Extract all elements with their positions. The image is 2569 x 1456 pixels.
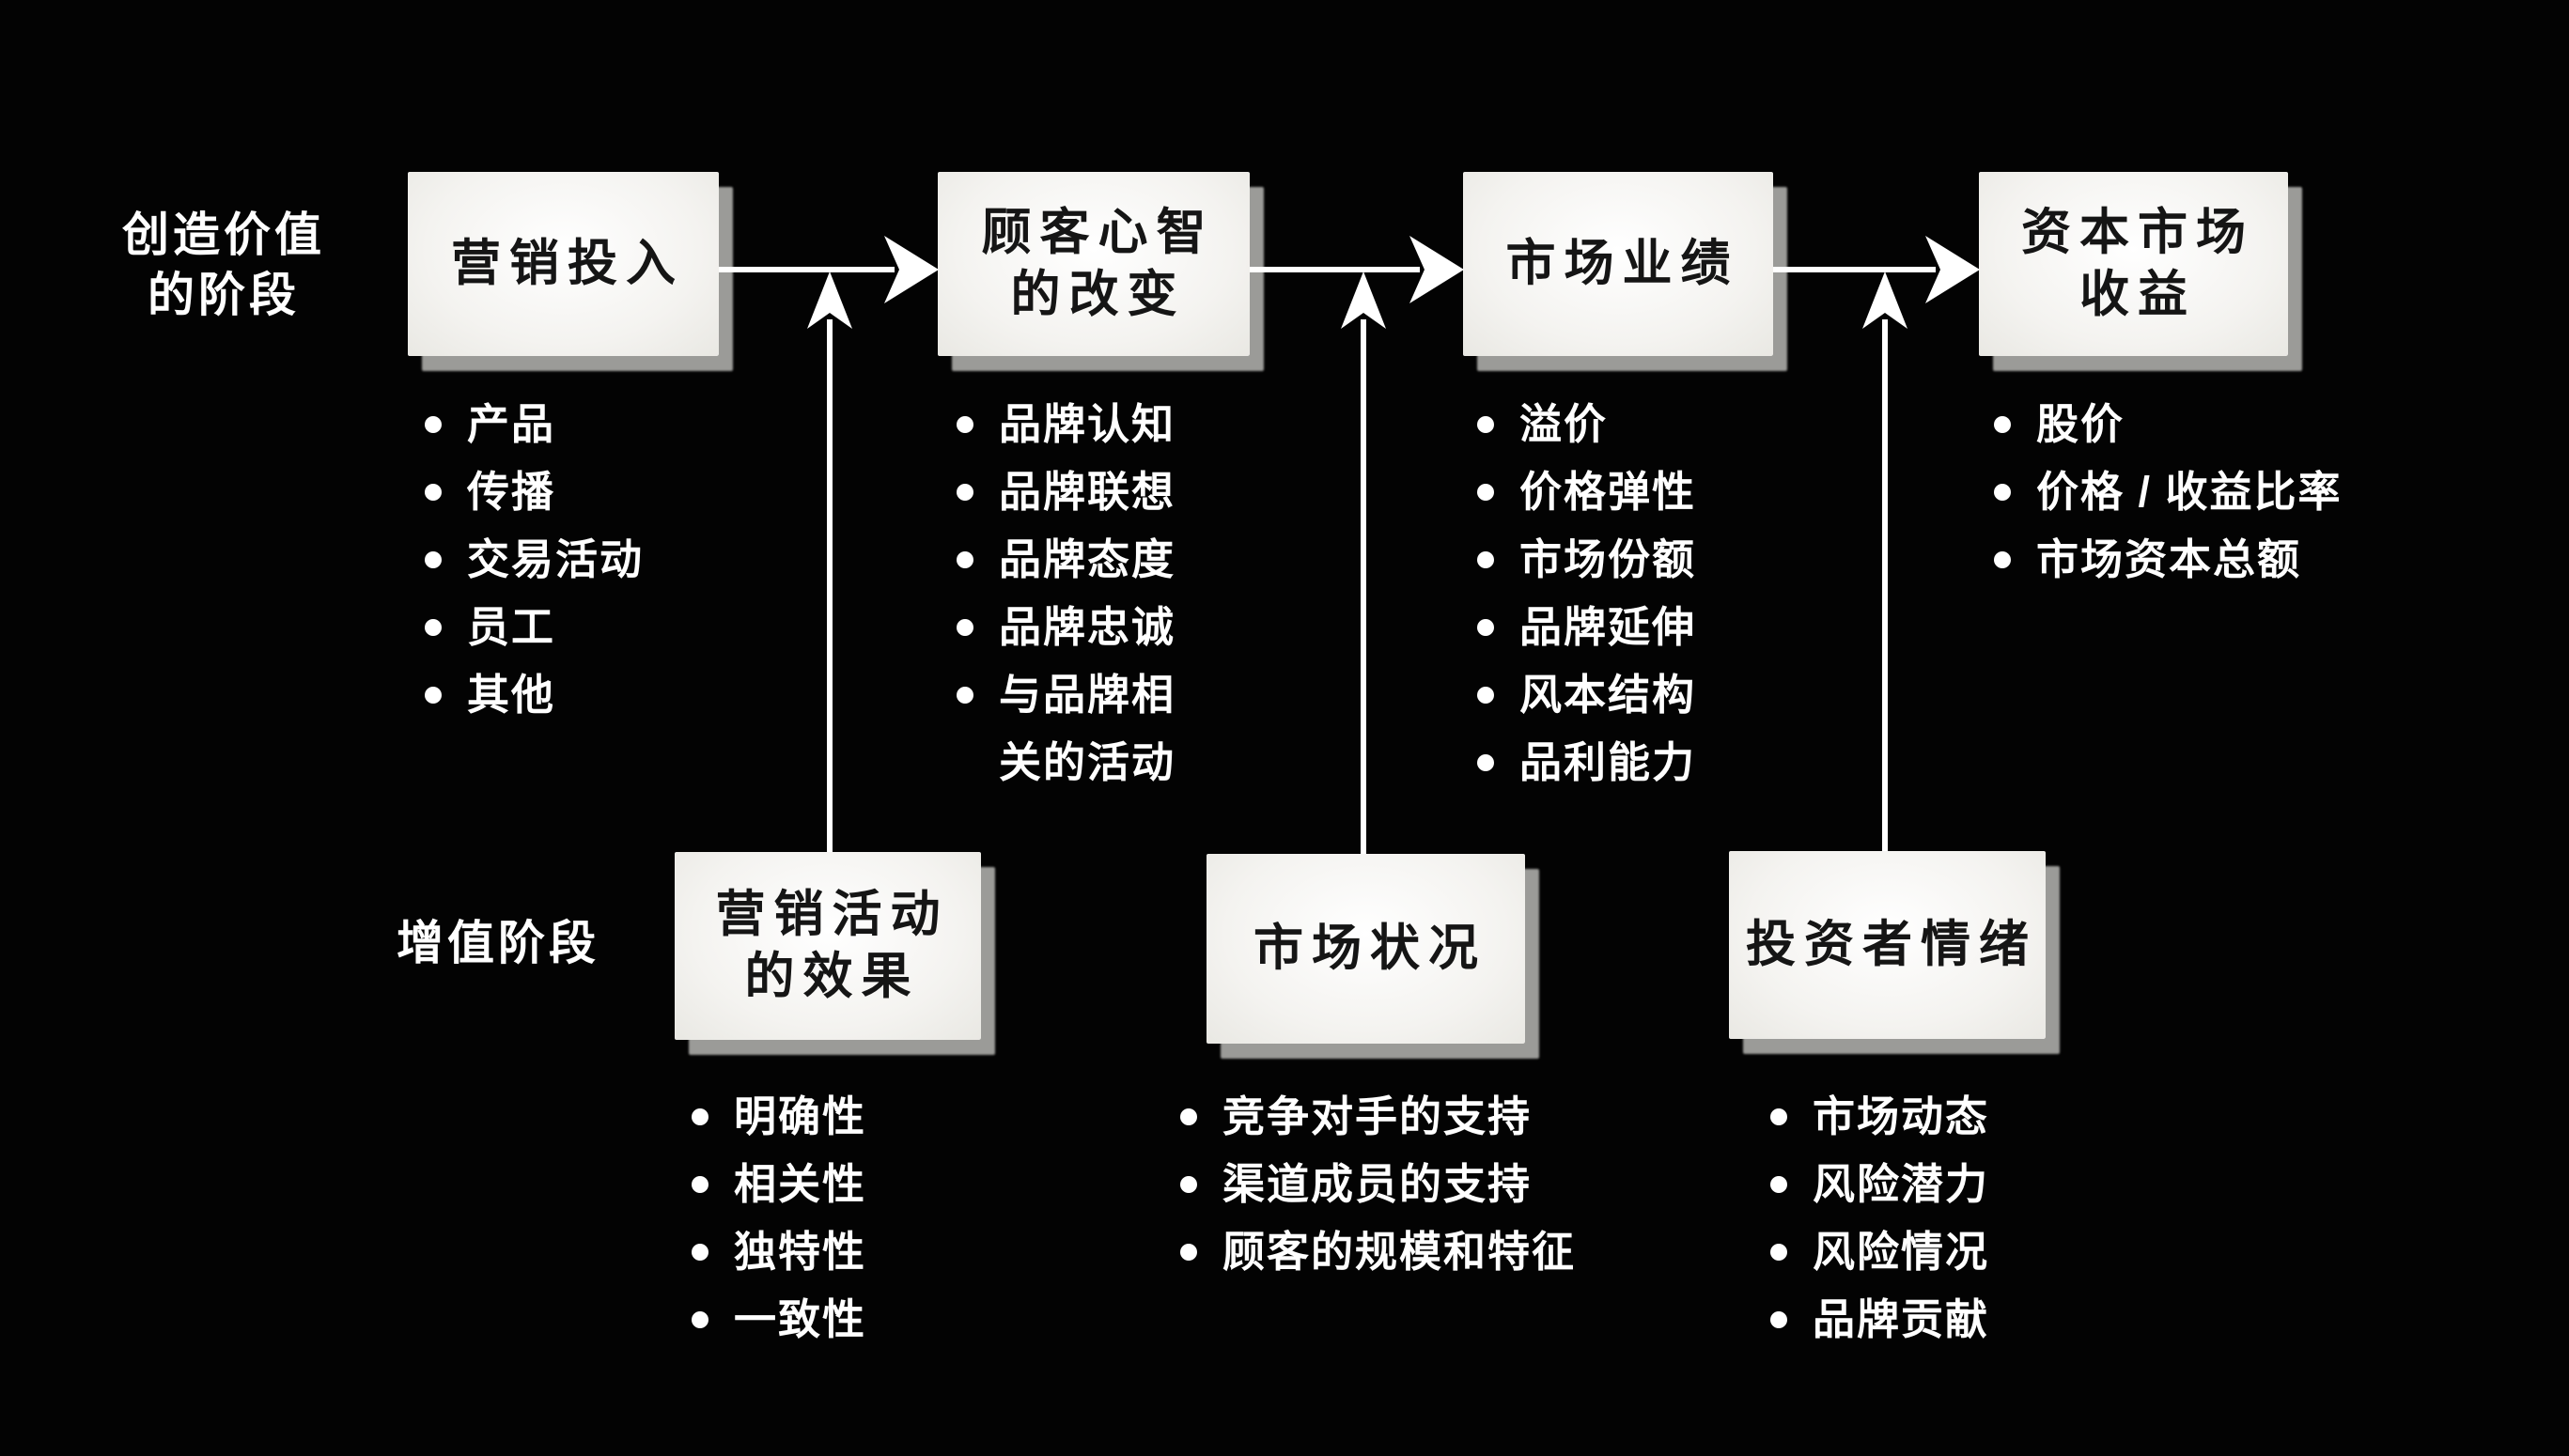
- list-item: 品牌延伸: [1477, 594, 1909, 661]
- stage-title: 营销活动 的效果: [715, 887, 949, 1004]
- bullet-icon: [1994, 484, 2011, 501]
- list-customer-mindset-items: 品牌认知 品牌联想 品牌态度 品牌忠诚 与品牌相 关的活动: [957, 391, 1389, 797]
- bullet-icon: [692, 1108, 708, 1125]
- list-item: 风险潜力: [1770, 1151, 2203, 1218]
- list-marketing-activity-effect-items: 明确性 相关性 独特性 一致性: [692, 1083, 1105, 1354]
- list-item: 明确性: [692, 1083, 1105, 1151]
- list-item: 品牌联想: [957, 458, 1389, 526]
- row-label-value-creation-stages: 创造价值 的阶段: [122, 209, 325, 321]
- right-arrow-icon-mindset-to-performance: [1250, 236, 1464, 303]
- list-item: 品牌认知: [957, 391, 1389, 458]
- stage-box-marketing-input: 营销投入: [408, 172, 719, 356]
- bullet-icon: [692, 1244, 708, 1261]
- list-item: 品利能力: [1477, 729, 1909, 797]
- row-label-value-adding-stages: 增值阶段: [397, 917, 599, 969]
- list-marketing-input-items: 产品 传播 交易活动 员工 其他: [425, 391, 857, 729]
- bullet-icon: [1477, 551, 1494, 568]
- list-item: 竞争对手的支持: [1180, 1083, 1725, 1151]
- list-item: 相关性: [692, 1151, 1105, 1218]
- stage-title: 顾客心智 的改变: [981, 205, 1215, 322]
- bullet-icon: [957, 416, 973, 433]
- list-item: 交易活动: [425, 526, 857, 594]
- bullet-icon: [1477, 484, 1494, 501]
- list-item: 股价: [1994, 391, 2501, 458]
- bullet-icon: [1770, 1176, 1787, 1193]
- bullet-icon: [425, 551, 442, 568]
- list-item: 市场资本总额: [1994, 526, 2501, 594]
- list-item: 风本结构: [1477, 661, 1909, 729]
- bullet-icon: [1180, 1176, 1197, 1193]
- bullet-icon: [425, 619, 442, 636]
- stage-box-market-performance: 市场业绩: [1463, 172, 1773, 356]
- bullet-icon: [1477, 416, 1494, 433]
- list-item: 市场动态: [1770, 1083, 2203, 1151]
- list-capital-market-items: 股价 价格 / 收益比率 市场资本总额: [1994, 391, 2501, 594]
- bullet-icon: [692, 1176, 708, 1193]
- list-item: 价格弹性: [1477, 458, 1909, 526]
- bullet-icon: [957, 551, 973, 568]
- list-item: 产品: [425, 391, 857, 458]
- stage-title: 营销投入: [451, 236, 684, 291]
- list-item: 渠道成员的支持: [1180, 1151, 1725, 1218]
- list-item: 传播: [425, 458, 857, 526]
- list-item: 独特性: [692, 1218, 1105, 1286]
- bullet-icon: [1477, 687, 1494, 704]
- list-item: 员工: [425, 594, 857, 661]
- right-arrow-icon-input-to-mindset: [719, 236, 939, 303]
- stage-title: 市场状况: [1253, 921, 1487, 976]
- list-item: 风险情况: [1770, 1218, 2203, 1286]
- stage-box-market-conditions: 市场状况: [1207, 854, 1525, 1044]
- list-item: 品牌态度: [957, 526, 1389, 594]
- list-item: 品牌贡献: [1770, 1286, 2203, 1354]
- bullet-icon: [1477, 754, 1494, 771]
- stage-box-investor-sentiment: 投资者情绪: [1729, 851, 2046, 1039]
- stage-title: 资本市场 收益: [2021, 205, 2254, 322]
- bullet-icon: [1180, 1244, 1197, 1261]
- bullet-icon: [425, 687, 442, 704]
- stage-box-marketing-activity-effect: 营销活动 的效果: [675, 852, 981, 1040]
- bullet-icon: [957, 687, 973, 704]
- bullet-icon: [1994, 416, 2011, 433]
- bullet-icon: [1994, 551, 2011, 568]
- bullet-icon: [1770, 1108, 1787, 1125]
- list-item: 一致性: [692, 1286, 1105, 1354]
- list-item: 顾客的规模和特征: [1180, 1218, 1725, 1286]
- bullet-icon: [957, 619, 973, 636]
- list-investor-sentiment-items: 市场动态 风险潜力 风险情况 品牌贡献: [1770, 1083, 2203, 1354]
- bullet-icon: [425, 484, 442, 501]
- bullet-icon: [692, 1311, 708, 1328]
- list-item: 与品牌相 关的活动: [957, 661, 1389, 797]
- list-item: 市场份额: [1477, 526, 1909, 594]
- stage-box-customer-mindset-change: 顾客心智 的改变: [938, 172, 1250, 356]
- right-arrow-icon-performance-to-returns: [1773, 236, 1980, 303]
- list-market-conditions-items: 竞争对手的支持 渠道成员的支持 顾客的规模和特征: [1180, 1083, 1725, 1286]
- list-item: 价格 / 收益比率: [1994, 458, 2501, 526]
- bullet-icon: [957, 484, 973, 501]
- bullet-icon: [1180, 1108, 1197, 1125]
- list-item: 溢价: [1477, 391, 1909, 458]
- bullet-icon: [425, 416, 442, 433]
- bullet-icon: [1770, 1311, 1787, 1328]
- list-item: 品牌忠诚: [957, 594, 1389, 661]
- stage-box-capital-market-returns: 资本市场 收益: [1979, 172, 2288, 356]
- bullet-icon: [1477, 619, 1494, 636]
- stage-title: 市场业绩: [1505, 236, 1739, 291]
- bullet-icon: [1770, 1244, 1787, 1261]
- list-item: 其他: [425, 661, 857, 729]
- list-market-performance-items: 溢价 价格弹性 市场份额 品牌延伸 风本结构: [1477, 391, 1909, 797]
- stage-title: 投资者情绪: [1746, 917, 2037, 972]
